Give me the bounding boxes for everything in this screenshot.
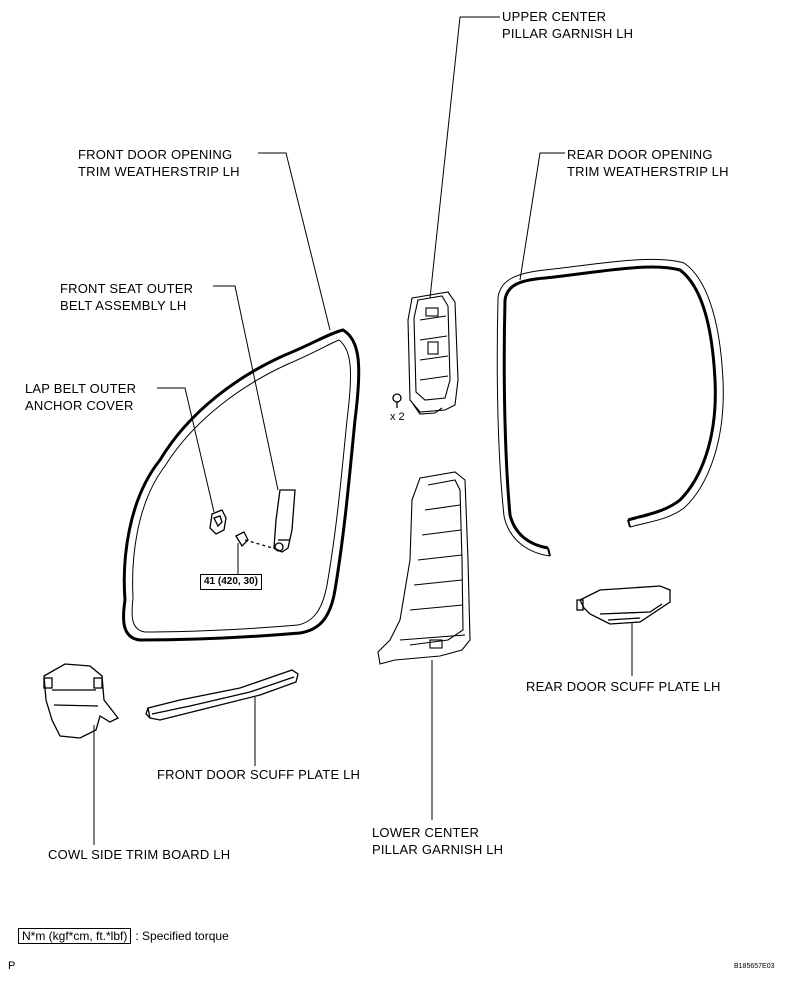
front-door-scuff-plate — [145, 669, 299, 721]
label-rear-door-scuff-plate: REAR DOOR SCUFF PLATE LH — [526, 679, 721, 694]
label-front-door-weatherstrip: FRONT DOOR OPENING TRIM WEATHERSTRIP LH — [78, 147, 240, 179]
clip-icon — [392, 393, 402, 408]
lower-center-pillar-garnish — [377, 471, 471, 665]
torque-legend: N*m (kgf*cm, ft.*lbf): Specified torque — [18, 927, 229, 945]
quantity-label: x 2 — [390, 411, 405, 423]
torque-unit-box: N*m (kgf*cm, ft.*lbf) — [18, 928, 132, 944]
figure-code: B185657E03 — [734, 963, 775, 970]
front-seat-outer-belt — [273, 489, 296, 553]
cowl-side-trim-board — [43, 663, 119, 739]
label-front-seat-outer-belt: FRONT SEAT OUTER BELT ASSEMBLY LH — [60, 281, 194, 313]
corner-letter: P — [8, 960, 16, 972]
label-lap-belt-anchor-cover: LAP BELT OUTER ANCHOR COVER — [25, 381, 137, 413]
leader-lines — [93, 16, 633, 845]
rear-door-scuff-plate — [576, 585, 671, 625]
upper-center-pillar-garnish — [407, 291, 459, 415]
label-cowl-side-trim-board: COWL SIDE TRIM BOARD LH — [48, 847, 231, 862]
anchor-bolt-icon — [235, 531, 277, 550]
rear-door-weatherstrip — [496, 258, 724, 557]
torque-value-box: 41 (420, 30) — [200, 574, 262, 590]
label-rear-door-weatherstrip: REAR DOOR OPENING TRIM WEATHERSTRIP LH — [567, 147, 729, 179]
lap-belt-anchor-cover — [209, 509, 227, 535]
front-door-weatherstrip — [122, 328, 361, 642]
label-front-door-scuff-plate: FRONT DOOR SCUFF PLATE LH — [157, 767, 361, 782]
torque-legend-text: : Specified torque — [135, 929, 229, 943]
label-upper-center-pillar-garnish: UPPER CENTER PILLAR GARNISH LH — [502, 9, 634, 41]
label-lower-center-pillar-garnish: LOWER CENTER PILLAR GARNISH LH — [372, 825, 504, 857]
